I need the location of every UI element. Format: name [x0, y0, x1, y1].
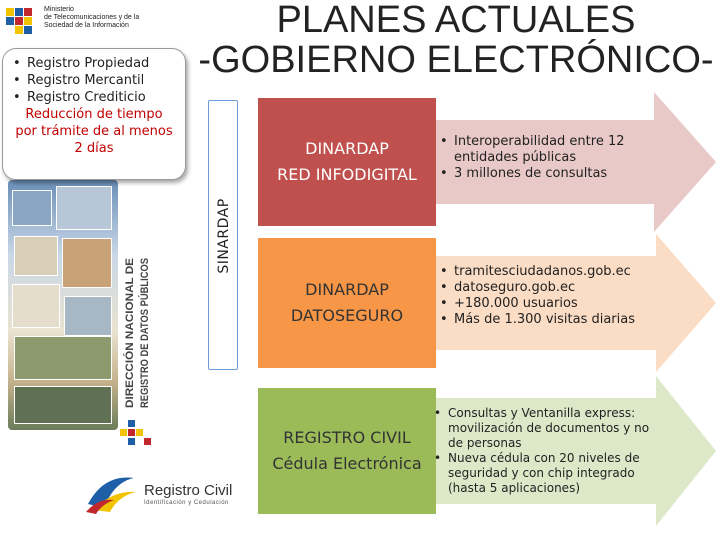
page-title: PLANES ACTUALES -GOBIERNO ELECTRÓNICO- — [196, 0, 716, 80]
collage-photo — [12, 284, 60, 328]
flag-mark-icon — [120, 420, 154, 446]
callout-box: Registro Propiedad Registro Mercantil Re… — [2, 48, 186, 180]
row-red-infodigital: DINARDAP RED INFODIGITAL Interoperabilid… — [254, 92, 720, 232]
registro-civil-logo: Registro Civil Identificación y Cedulaci… — [84, 470, 232, 520]
row-block-line2: RED INFODIGITAL — [277, 165, 417, 184]
ministry-name-line: Ministerio — [44, 6, 74, 13]
page-title-line1: PLANES ACTUALES — [276, 0, 636, 41]
ministry-name-line: de Telecomunicaciones y de la — [44, 14, 140, 21]
vertical-title-line1: DIRECCIÓN NACIONAL DE — [123, 258, 136, 408]
row-block: REGISTRO CIVIL Cédula Electrónica — [258, 388, 436, 514]
collage-photo — [12, 190, 52, 226]
row-block-line1: REGISTRO CIVIL — [283, 428, 411, 447]
sinardap-label: SINARDAP — [216, 198, 232, 274]
collage-photo — [62, 238, 112, 288]
callout-item: Registro Mercantil — [11, 72, 177, 89]
ministry-name-line: Sociedad de la Información — [44, 22, 129, 29]
sinardap-strip: SINARDAP — [208, 100, 238, 370]
row-block-line2: DATOSEGURO — [290, 306, 404, 325]
registro-civil-tagline: Identificación y Cedulación — [144, 500, 229, 506]
ministry-logo-mark-icon — [6, 8, 40, 38]
sidebar-vertical-title: DIRECCIÓN NACIONAL DE REGISTRO DE DATOS … — [118, 250, 158, 410]
row-details: Interoperabilidad entre 12 entidades púb… — [440, 134, 660, 182]
row-block: DINARDAP DATOSEGURO — [258, 238, 436, 368]
row-detail-item: +180.000 usuarios — [440, 296, 660, 312]
collage-photo — [14, 386, 112, 424]
row-block-line2: Cédula Electrónica — [272, 454, 422, 473]
row-block-line1: DINARDAP — [305, 139, 389, 158]
row-detail-item: tramitesciudadanos.gob.ec — [440, 264, 660, 280]
callout-item: Registro Crediticio — [11, 89, 177, 106]
ministry-name: Ministerio de Telecomunicaciones y de la… — [44, 6, 139, 30]
page-title-line2: -GOBIERNO ELECTRÓNICO- — [198, 39, 714, 81]
callout-item: Registro Propiedad — [11, 55, 177, 72]
row-registro-civil: REGISTRO CIVIL Cédula Electrónica Consul… — [254, 376, 720, 526]
registro-civil-emblem-icon — [86, 477, 136, 514]
row-datoseguro: DINARDAP DATOSEGURO tramitesciudadanos.g… — [254, 234, 720, 372]
callout-note-line: por trámite de al menos — [15, 124, 173, 139]
collage-photo — [14, 336, 112, 380]
collage-photo — [64, 296, 112, 336]
row-details: tramitesciudadanos.gob.ec datoseguro.gob… — [440, 264, 660, 328]
row-detail-item: datoseguro.gob.ec — [440, 280, 660, 296]
collage-photo — [14, 236, 58, 276]
collage-photo — [56, 186, 112, 230]
callout-note-line: 2 días — [74, 141, 114, 156]
vertical-title-line2: REGISTRO DE DATOS PÚBLICOS — [138, 258, 151, 408]
row-detail-item: 3 millones de consultas — [440, 166, 660, 182]
registro-civil-name: Registro Civil — [144, 482, 233, 499]
ministry-logo: Ministerio de Telecomunicaciones y de la… — [6, 4, 156, 44]
row-detail-item: Interoperabilidad entre 12 entidades púb… — [440, 134, 660, 166]
row-detail-item: Consultas y Ventanilla express: moviliza… — [434, 406, 664, 451]
callout-list: Registro Propiedad Registro Mercantil Re… — [11, 55, 177, 106]
callout-note-line: Reducción de tiempo — [25, 107, 163, 122]
left-column: Ministerio de Telecomunicaciones y de la… — [0, 0, 232, 540]
row-block: DINARDAP RED INFODIGITAL — [258, 98, 436, 226]
row-block-line1: DINARDAP — [305, 280, 389, 299]
photo-collage — [8, 180, 118, 430]
sinardap-strip-label-wrap: SINARDAP — [209, 101, 239, 371]
row-detail-item: Más de 1.300 visitas diarias — [440, 312, 660, 328]
callout-note: Reducción de tiempo por trámite de al me… — [11, 106, 177, 157]
row-details: Consultas y Ventanilla express: moviliza… — [434, 406, 664, 496]
row-detail-item: Nueva cédula con 20 niveles de seguridad… — [434, 451, 664, 496]
